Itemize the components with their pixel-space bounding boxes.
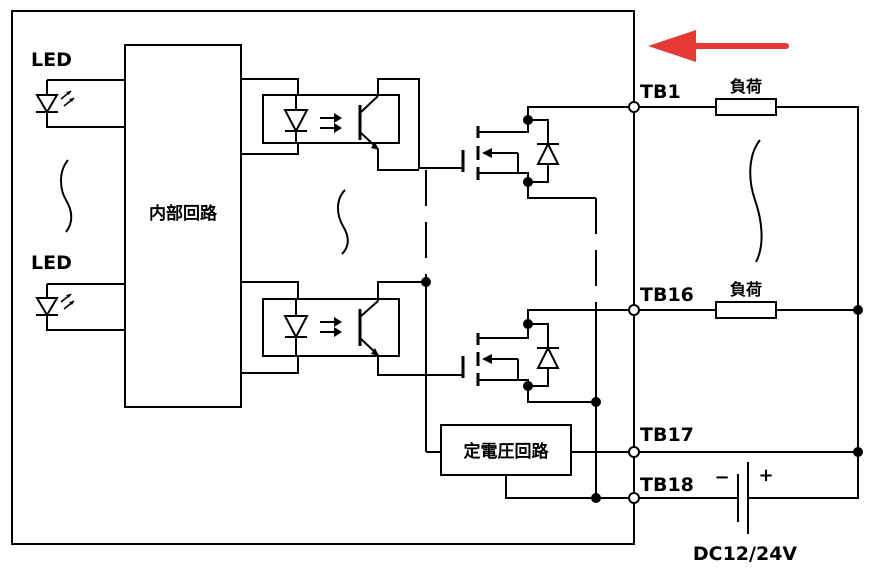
terminal-label-tb18: TB18 xyxy=(640,474,694,496)
led-label-bottom: LED xyxy=(31,252,72,274)
arrow-left-icon xyxy=(648,30,789,62)
continuation-mark-right xyxy=(749,139,763,263)
mosfet-icon xyxy=(461,309,634,403)
battery-plus-label: + xyxy=(758,465,773,486)
photocoupler-icon xyxy=(241,281,463,376)
continuation-mark-middle xyxy=(337,189,349,255)
led-label-top: LED xyxy=(31,49,72,71)
load-label-top: 負荷 xyxy=(730,77,762,96)
constant-voltage-label: 定電圧回路 xyxy=(464,441,550,462)
terminal-label-tb1: TB1 xyxy=(640,81,681,103)
terminal-tb17 xyxy=(628,446,640,458)
supply-voltage-label: DC12/24V xyxy=(693,543,798,565)
photocoupler-icon xyxy=(241,78,463,171)
terminal-tb1 xyxy=(628,101,640,113)
mosfet-icon xyxy=(461,106,634,199)
junction xyxy=(853,305,863,315)
load-resistor-bottom xyxy=(715,301,777,319)
internal-circuit-block xyxy=(124,44,242,408)
terminal-tb16 xyxy=(628,304,640,316)
led-icon xyxy=(35,79,125,128)
terminal-label-tb17: TB17 xyxy=(640,424,694,446)
battery-icon xyxy=(639,462,760,534)
led-icon xyxy=(35,283,125,331)
terminal-tb18 xyxy=(628,492,640,504)
load-resistor-top xyxy=(715,98,777,116)
module-enclosure xyxy=(11,10,635,545)
junction xyxy=(421,277,431,287)
terminal-label-tb16: TB16 xyxy=(640,284,694,306)
load-label-bottom: 負荷 xyxy=(730,280,762,299)
junction xyxy=(853,447,863,457)
continuation-mark-left xyxy=(60,159,73,233)
battery-minus-label: − xyxy=(714,467,729,488)
internal-circuit-label: 内部回路 xyxy=(149,203,218,224)
